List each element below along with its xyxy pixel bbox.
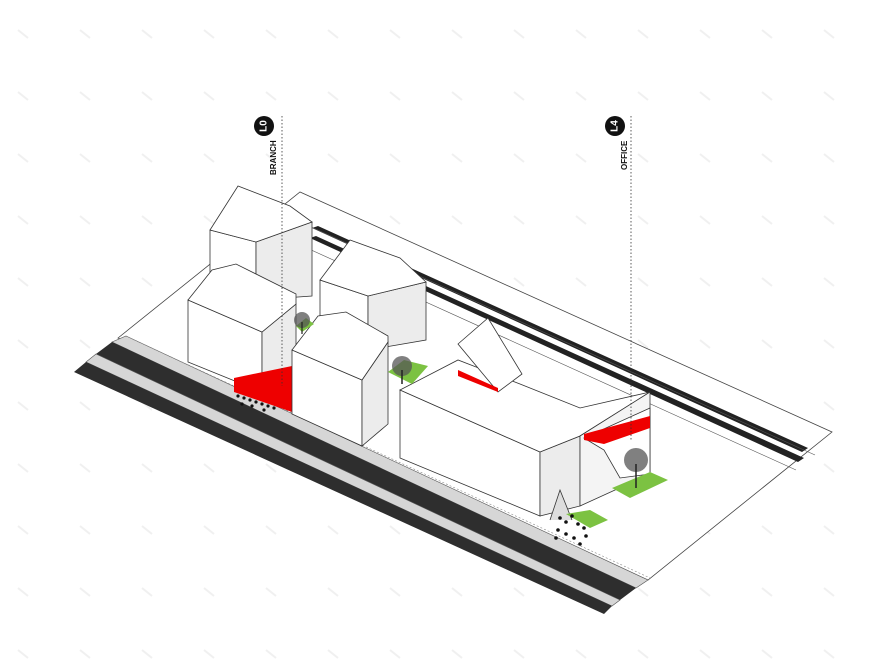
grass-patch-3 — [566, 510, 608, 528]
tree-icon — [294, 312, 310, 334]
road — [74, 335, 649, 614]
people-group-icon — [554, 514, 588, 546]
branch-label: BRANCH — [269, 140, 278, 175]
office-label: OFFICE — [620, 140, 629, 170]
office-block — [399, 317, 651, 521]
tree-icon — [624, 448, 648, 488]
office-level-highlight — [584, 416, 650, 444]
tree-icon — [392, 356, 412, 384]
branch-plaza-highlight — [234, 366, 292, 412]
level-badge-l0: L0 — [254, 116, 274, 136]
level-badge-l0-text: L0 — [259, 120, 270, 132]
sidewalk-edge — [129, 337, 651, 579]
people-group-icon — [236, 394, 276, 412]
level-badge-l4: L4 — [605, 116, 625, 136]
building-front-left — [187, 263, 297, 393]
railway-tracks — [297, 221, 816, 471]
grass-patch-2 — [612, 472, 668, 498]
level-badge-l4-text: L4 — [610, 120, 621, 132]
building-front-middle — [291, 311, 389, 447]
